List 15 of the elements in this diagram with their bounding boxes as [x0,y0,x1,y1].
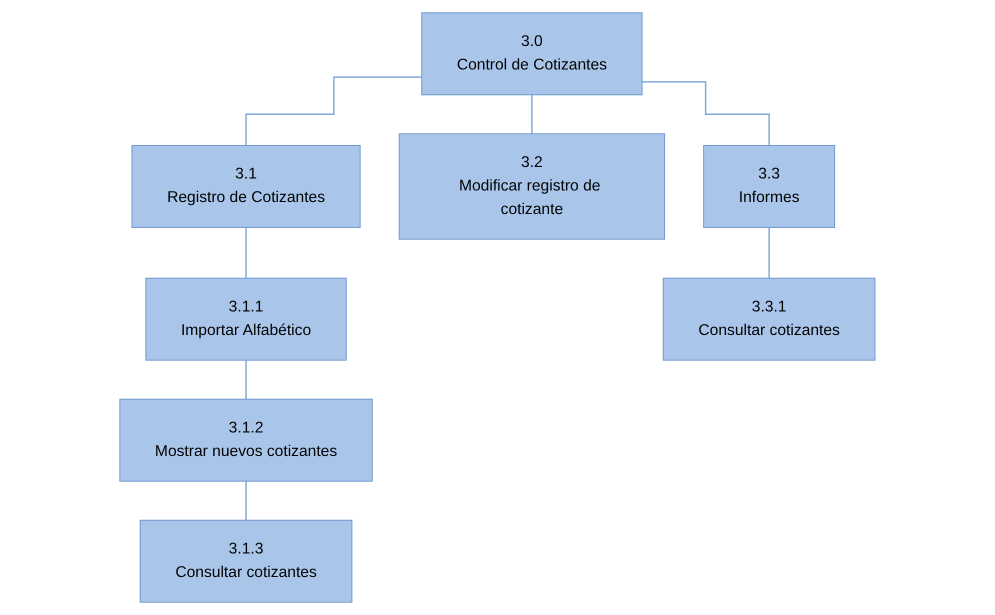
node-box: 3.3.1 Consultar cotizantes [662,278,876,361]
node-box: 3.1.1 Importar Alfabético [145,278,347,361]
node-box: 3.2 Modificar registro de cotizante [398,133,666,240]
connector [531,94,533,135]
node-box: 3.1.2 Mostrar nuevos cotizantes [119,398,373,482]
connector [642,81,770,146]
connector [245,226,247,279]
connector [245,359,247,400]
node-box: 3.1 Registro de Cotizantes [132,145,361,228]
connector [245,480,247,521]
connector [768,226,770,279]
node-box: 3.3 Informes [703,145,836,228]
node-box: 3.1.3 Consultar cotizantes [140,520,352,603]
node-box: 3.0 Control de Cotizantes [421,12,643,96]
connector [245,76,422,146]
